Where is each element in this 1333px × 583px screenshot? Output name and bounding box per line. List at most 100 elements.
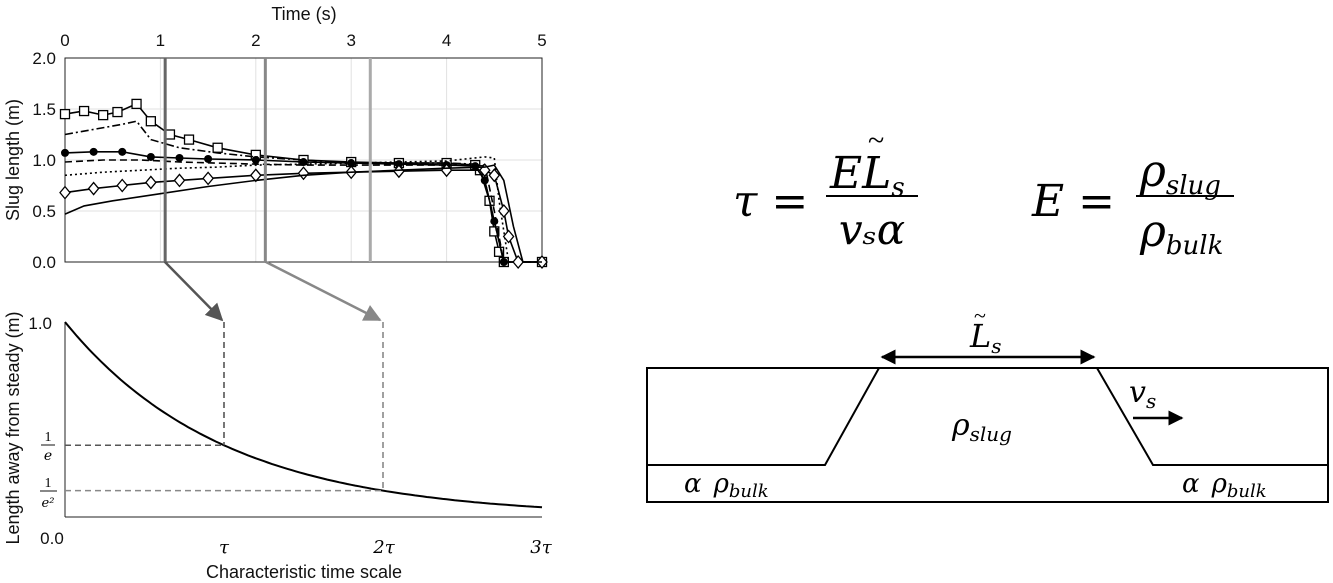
E-den-sub: bulk bbox=[1166, 231, 1223, 261]
level2-fraction: 1 e² bbox=[40, 476, 57, 511]
decay-curve bbox=[64, 321, 543, 509]
tau-lhs: τ = bbox=[733, 176, 808, 227]
top-series-line-0 bbox=[64, 102, 542, 263]
top-series-line-2 bbox=[64, 151, 542, 263]
top-x-tick-label: 0 bbox=[60, 31, 69, 50]
level1-den: e bbox=[44, 448, 52, 464]
bottom-plot-ylabel: Length away from steady (m) bbox=[3, 311, 23, 544]
length-sub: s bbox=[991, 334, 1001, 358]
top-x-tick-label: 4 bbox=[442, 31, 451, 50]
velocity-label: vs bbox=[1129, 375, 1156, 413]
top-y-ticks: 0.00.51.01.52.0 bbox=[32, 49, 56, 272]
bottom-x-tick-2tau: 2τ bbox=[372, 537, 395, 558]
arrow-to-2tau bbox=[265, 260, 382, 322]
top-point-square bbox=[59, 108, 71, 120]
center-rho: ρ bbox=[951, 408, 970, 443]
top-point-diamond bbox=[202, 171, 214, 186]
top-point-square bbox=[131, 98, 142, 110]
length-tilde: ~ bbox=[974, 303, 986, 328]
bottom-plot-xlabel: Characteristic time scale bbox=[206, 562, 402, 582]
top-point-circle bbox=[118, 147, 127, 156]
top-point-circle bbox=[490, 217, 499, 226]
velocity-sub: s bbox=[1146, 389, 1156, 413]
level1-num: 1 bbox=[45, 430, 52, 445]
top-x-tick-label: 5 bbox=[537, 31, 546, 50]
E-numerator: ρslug bbox=[1139, 146, 1221, 201]
left-rho: ρ bbox=[713, 469, 730, 499]
top-point-square bbox=[183, 134, 195, 145]
arrow-to-tau bbox=[164, 261, 224, 322]
top-vertical-lines bbox=[163, 58, 372, 262]
velocity-v: v bbox=[1129, 375, 1146, 410]
top-series-line-3 bbox=[64, 159, 542, 263]
E-denominator: ρbulk bbox=[1139, 206, 1223, 261]
top-point-diamond bbox=[502, 229, 515, 244]
top-point-diamond bbox=[393, 164, 405, 179]
top-y-tick-label: 0.0 bbox=[32, 253, 56, 272]
level2-num: 1 bbox=[45, 476, 52, 491]
bottom-y-tick-top: 1.0 bbox=[28, 314, 52, 333]
top-point-diamond bbox=[59, 185, 71, 200]
length-L: L bbox=[969, 317, 991, 355]
level1-fraction: 1 e bbox=[41, 430, 55, 464]
top-point-diamond bbox=[173, 173, 186, 188]
top-point-square bbox=[145, 116, 157, 127]
top-series-line-4 bbox=[64, 156, 542, 263]
top-point-circle bbox=[89, 147, 98, 156]
tau-numerator: ELs bbox=[829, 148, 905, 203]
tau-num-E: E bbox=[829, 148, 862, 199]
E-lhs: E = bbox=[1031, 176, 1115, 227]
top-point-diamond bbox=[497, 203, 510, 219]
tau-num-sub: s bbox=[891, 173, 904, 203]
E-num-rho: ρ bbox=[1139, 146, 1166, 197]
top-point-circle bbox=[61, 148, 69, 157]
top-point-square bbox=[164, 129, 176, 140]
E-den-rho: ρ bbox=[1139, 206, 1166, 257]
top-point-square bbox=[112, 106, 123, 118]
top-point-square bbox=[98, 109, 109, 121]
top-series-line-5 bbox=[64, 169, 542, 263]
top-point-diamond bbox=[116, 178, 129, 193]
bottom-guide-lines bbox=[65, 322, 384, 492]
top-point-circle bbox=[146, 152, 155, 161]
top-point-square bbox=[78, 105, 90, 117]
tau-equation: τ = ELs ~ vₛα bbox=[733, 124, 918, 254]
top-x-tick-label: 1 bbox=[156, 31, 165, 50]
top-point-diamond bbox=[87, 181, 100, 196]
top-series-group bbox=[59, 98, 548, 270]
top-point-diamond bbox=[297, 166, 310, 181]
top-point-diamond bbox=[512, 254, 524, 270]
top-y-tick-label: 1.0 bbox=[32, 151, 56, 170]
top-point-diamond bbox=[145, 175, 157, 190]
top-plot-frame bbox=[64, 57, 543, 263]
right-sub: bulk bbox=[1227, 481, 1267, 502]
bottom-x-tick-0: 0.0 bbox=[40, 529, 64, 548]
tau-num-L: L bbox=[861, 148, 891, 199]
top-point-square bbox=[212, 142, 223, 153]
connector-arrows bbox=[164, 260, 382, 322]
top-point-square bbox=[493, 246, 505, 257]
top-point-diamond bbox=[249, 168, 262, 183]
top-plot-ylabel: Slug length (m) bbox=[3, 99, 23, 221]
tau-tilde: ~ bbox=[868, 124, 884, 157]
top-point-circle bbox=[175, 153, 184, 162]
tau-denominator: vₛα bbox=[839, 205, 905, 254]
length-label: Ls bbox=[969, 317, 1002, 358]
top-series-line-6 bbox=[64, 164, 542, 263]
top-point-circle bbox=[204, 154, 213, 163]
level2-den: e² bbox=[42, 496, 55, 511]
top-x-tick-label: 2 bbox=[251, 31, 260, 50]
top-point-circle bbox=[251, 156, 260, 164]
center-density: ρslug bbox=[951, 408, 1012, 446]
top-point-circle bbox=[471, 162, 480, 171]
left-alpha: α bbox=[684, 469, 702, 499]
equations: τ = ELs ~ vₛα E = ρslug ρbulk bbox=[733, 124, 1234, 261]
top-y-tick-label: 2.0 bbox=[32, 49, 56, 68]
right-rho: ρ bbox=[1211, 469, 1228, 499]
center-sub: slug bbox=[970, 422, 1012, 446]
